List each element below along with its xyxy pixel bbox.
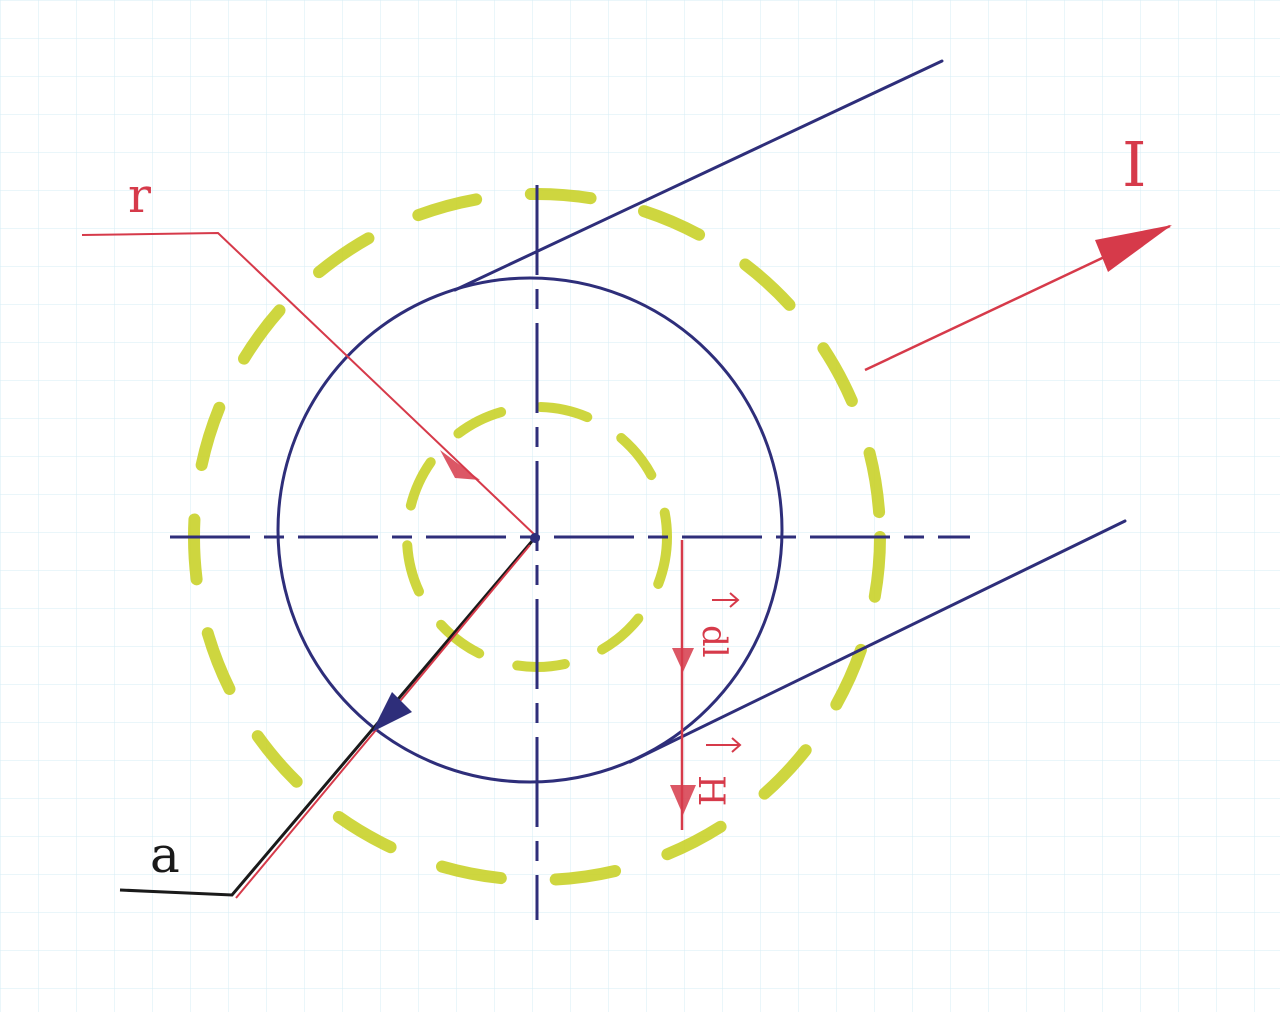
wire-radius-arrowhead (372, 692, 412, 732)
radius-leader-line (81, 231, 538, 538)
current-label: I (1122, 128, 1147, 201)
wire-top-edge (453, 59, 944, 292)
radius-label: r (128, 168, 151, 224)
dl-vector-bar-tip (729, 592, 740, 608)
h-vector-bar-tip (731, 737, 742, 753)
dl-vector-label: dl (694, 592, 740, 658)
wire-bottom-edge (628, 519, 1127, 764)
h-arrowhead (670, 785, 696, 815)
h-label-text: H (690, 775, 731, 806)
current-arrowhead (1095, 225, 1172, 272)
center-point (530, 533, 540, 543)
dl-arrowhead (672, 648, 694, 672)
wire-cross-section (276, 276, 784, 784)
h-vector-label: H (690, 737, 742, 806)
dl-label-text: dl (694, 625, 734, 658)
radius-arrowhead (440, 450, 480, 480)
wire-radius-label: a (150, 826, 180, 884)
wire-radius-leader-line (119, 539, 535, 897)
